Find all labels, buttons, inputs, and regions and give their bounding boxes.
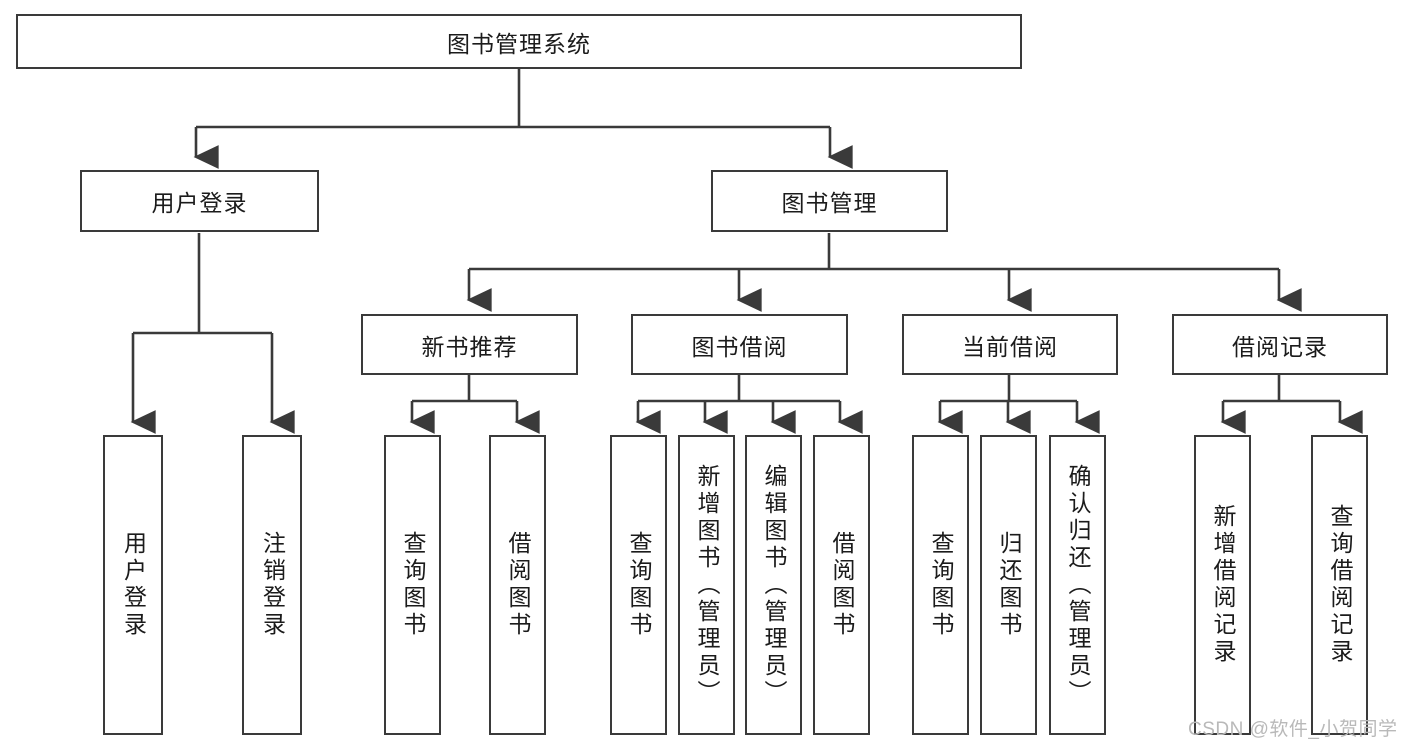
node-label: 查询借阅记录 <box>1327 504 1353 666</box>
csdn-watermark: CSDN @软件_小贺同学 <box>1188 719 1398 740</box>
node-label: 新书推荐 <box>421 333 518 360</box>
node-new-book-recommend[interactable]: 新书推荐 <box>361 314 578 375</box>
node-label: 归还图书 <box>996 531 1022 639</box>
node-label: 用户登录 <box>120 531 147 639</box>
node-label: 查询图书 <box>928 531 954 639</box>
node-label: 借阅记录 <box>1232 333 1328 360</box>
node-label: 图书管理 <box>781 190 878 216</box>
node-book-borrow[interactable]: 图书借阅 <box>631 314 848 375</box>
node-current-borrow[interactable]: 当前借阅 <box>902 314 1118 375</box>
node-label: 编辑图书（管理员） <box>761 463 787 707</box>
node-book-management[interactable]: 图书管理 <box>711 170 948 232</box>
node-leaf-confirm-return-admin[interactable]: 确认归还（管理员） <box>1049 435 1106 735</box>
node-leaf-user-login[interactable]: 用户登录 <box>103 435 163 735</box>
node-leaf-query-book-borrow[interactable]: 查询图书 <box>610 435 667 735</box>
node-label: 新增图书（管理员） <box>694 463 720 707</box>
node-label: 用户登录 <box>151 190 248 216</box>
node-leaf-borrow-book-recommend[interactable]: 借阅图书 <box>489 435 546 735</box>
node-borrow-record[interactable]: 借阅记录 <box>1172 314 1388 375</box>
node-label: 查询图书 <box>626 531 652 639</box>
node-label: 借阅图书 <box>505 531 531 639</box>
node-leaf-add-borrow-record[interactable]: 新增借阅记录 <box>1194 435 1251 735</box>
node-label: 图书管理系统 <box>447 30 591 57</box>
node-leaf-query-borrow-record[interactable]: 查询借阅记录 <box>1311 435 1368 735</box>
node-leaf-logout[interactable]: 注销登录 <box>242 435 302 735</box>
node-label: 当前借阅 <box>962 333 1058 360</box>
node-leaf-query-book-recommend[interactable]: 查询图书 <box>384 435 441 735</box>
node-user-login[interactable]: 用户登录 <box>80 170 319 232</box>
node-leaf-add-book-admin[interactable]: 新增图书（管理员） <box>678 435 735 735</box>
node-label: 确认归还（管理员） <box>1065 463 1091 707</box>
node-label: 借阅图书 <box>829 531 855 639</box>
node-leaf-query-book-current[interactable]: 查询图书 <box>912 435 969 735</box>
node-root-book-management-system[interactable]: 图书管理系统 <box>16 14 1022 69</box>
node-label: 注销登录 <box>259 531 286 639</box>
node-leaf-borrow-book[interactable]: 借阅图书 <box>813 435 870 735</box>
node-label: 查询图书 <box>400 531 426 639</box>
node-leaf-return-book[interactable]: 归还图书 <box>980 435 1037 735</box>
node-label: 新增借阅记录 <box>1210 504 1236 666</box>
node-label: 图书借阅 <box>691 333 788 360</box>
node-leaf-edit-book-admin[interactable]: 编辑图书（管理员） <box>745 435 802 735</box>
